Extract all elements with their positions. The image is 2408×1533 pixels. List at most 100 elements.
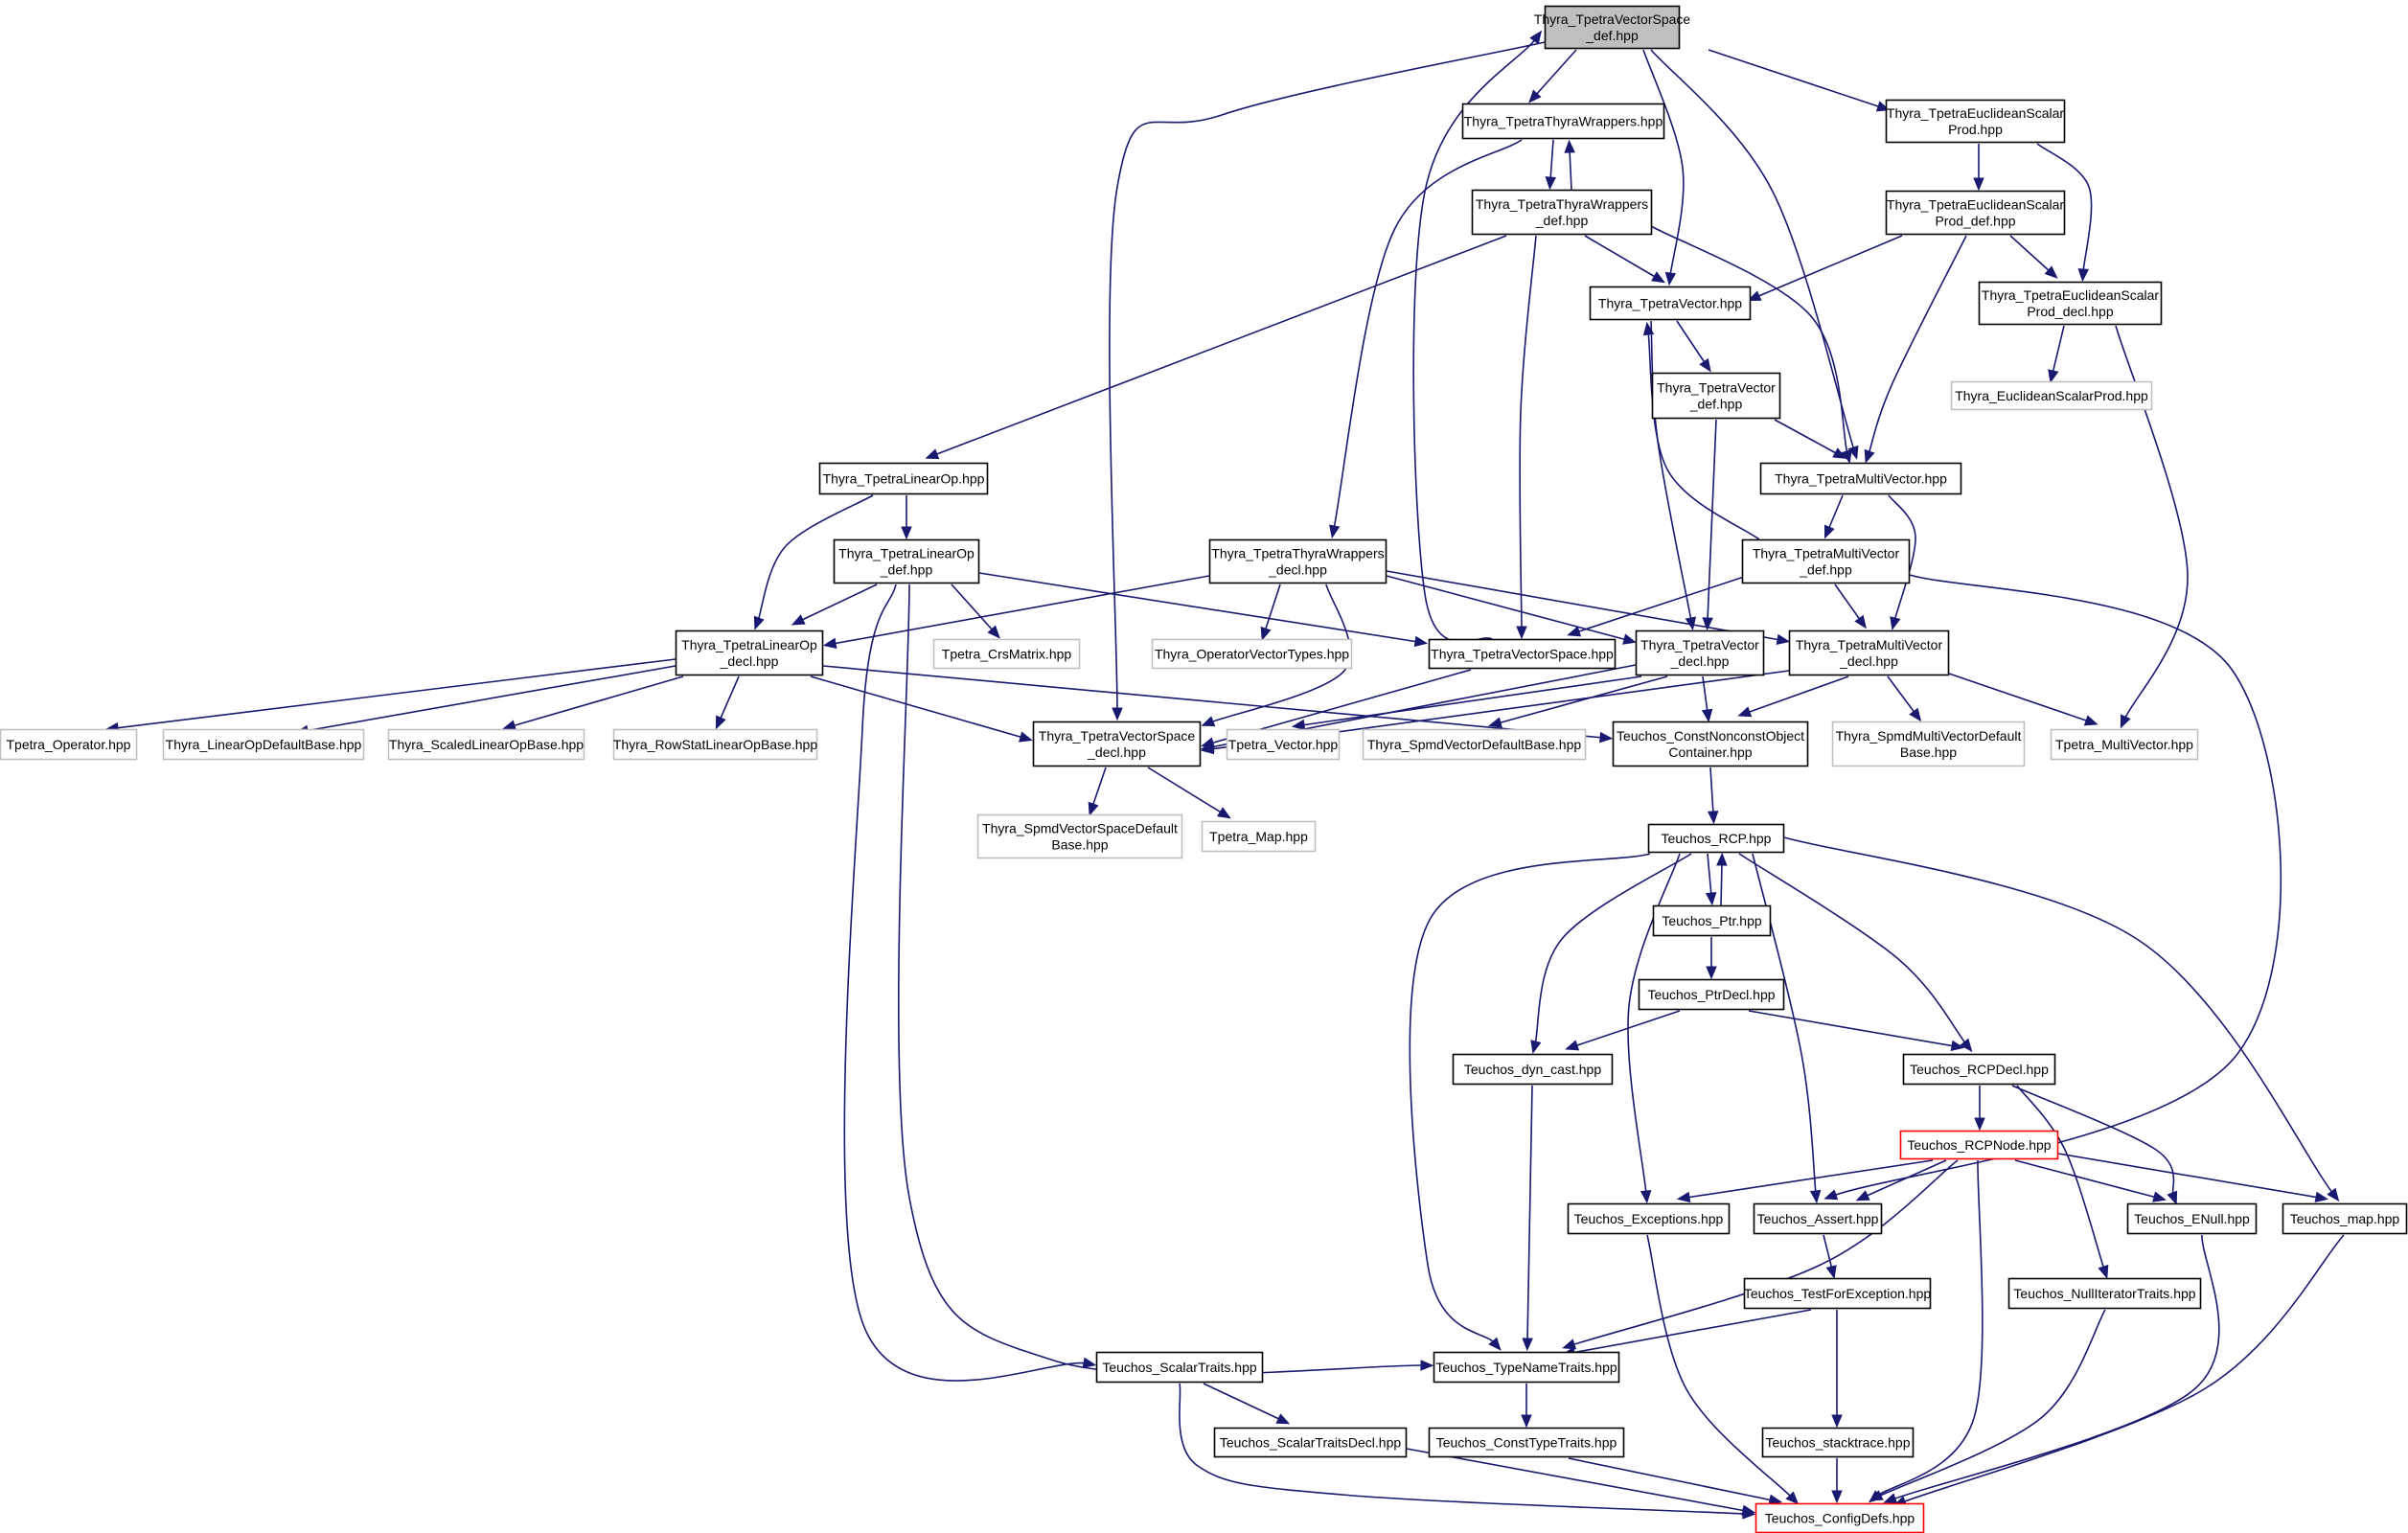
node-ctt[interactable]: Teuchos_ConstTypeTraits.hpp xyxy=(1428,1427,1625,1458)
node-rcpnode[interactable]: Teuchos_RCPNode.hpp xyxy=(1899,1130,2059,1160)
node-tnt[interactable]: Teuchos_TypeNameTraits.hpp xyxy=(1433,1351,1620,1384)
node-ptrdecl[interactable]: Teuchos_PtrDecl.hpp xyxy=(1638,978,1785,1011)
edge-arrowhead xyxy=(1737,706,1753,718)
node-label: Thyra_TpetraEuclideanScalar xyxy=(1887,105,2065,121)
node-tvdecl[interactable]: Thyra_TpetraVector_decl.hpp xyxy=(1635,629,1765,676)
edge-line xyxy=(1708,49,1882,108)
node-label: Teuchos_ScalarTraits.hpp xyxy=(1102,1360,1257,1375)
node-ovt[interactable]: Thyra_OperatorVectorTypes.hpp xyxy=(1151,638,1353,670)
edge-line xyxy=(1887,675,1916,715)
node-rcp[interactable]: Teuchos_RCP.hpp xyxy=(1647,823,1785,854)
edge-RCP-to-Exc xyxy=(1627,853,1681,1204)
node-esp[interactable]: Thyra_EuclideanScalarProd.hpp xyxy=(1950,380,2153,411)
edge-TTWdecl-to-TVSdecl xyxy=(1201,583,1351,727)
edge-line xyxy=(1752,853,1817,1195)
edge-line xyxy=(1264,583,1281,632)
node-rslob[interactable]: Thyra_RowStatLinearOpBase.hpp xyxy=(612,728,817,761)
node-box xyxy=(1567,1202,1731,1235)
node-tpvec[interactable]: Tpetra_Vector.hpp xyxy=(1226,728,1341,761)
edge-arrowhead xyxy=(1823,1189,1839,1201)
edge-arrowhead xyxy=(1565,1040,1580,1051)
node-box xyxy=(1635,629,1765,676)
node-tlodecl[interactable]: Thyra_TpetraLinearOp_decl.hpp xyxy=(675,629,824,676)
node-cd[interactable]: Teuchos_ConfigDefs.hpp xyxy=(1754,1502,1925,1533)
node-label: _def.hpp xyxy=(1585,28,1639,43)
node-exc[interactable]: Teuchos_Exceptions.hpp xyxy=(1567,1202,1731,1235)
edge-TTWdef-to-TTW xyxy=(1564,139,1575,191)
node-tvsdecl[interactable]: Thyra_TpetraVectorSpace_decl.hpp xyxy=(1032,721,1202,767)
node-ttwdecl[interactable]: Thyra_TpetraThyraWrappers_decl.hpp xyxy=(1208,538,1387,584)
node-ttw[interactable]: Thyra_TpetraThyraWrappers.hpp xyxy=(1461,103,1665,140)
edge-line xyxy=(1534,49,1577,97)
node-label: Teuchos_TypeNameTraits.hpp xyxy=(1435,1360,1617,1375)
edge-TTWdef-to-TV xyxy=(1584,235,1665,284)
node-tlo[interactable]: Thyra_TpetraLinearOp.hpp xyxy=(818,462,989,495)
edge-line xyxy=(1877,1309,2106,1498)
edge-TTWdecl-to-TVdecl xyxy=(1386,575,1637,645)
node-tvdef[interactable]: Thyra_TpetraVector_def.hpp xyxy=(1651,372,1781,420)
node-tfe[interactable]: Teuchos_TestForException.hpp xyxy=(1743,1277,1932,1310)
edge-arrowhead xyxy=(1950,1040,1965,1052)
edge-arrowhead xyxy=(1847,445,1859,460)
node-tmvdef[interactable]: Thyra_TpetraMultiVector_def.hpp xyxy=(1741,538,1911,584)
edge-Ptr-to-RCP xyxy=(1716,852,1728,906)
node-assert[interactable]: Teuchos_Assert.hpp xyxy=(1753,1202,1883,1235)
edge-RCP-to-Assert xyxy=(1752,853,1822,1204)
node-stack[interactable]: Teuchos_stacktrace.hpp xyxy=(1761,1427,1915,1458)
node-map[interactable]: Teuchos_map.hpp xyxy=(2282,1202,2408,1235)
edge-TMVdecl-to-SMVDB xyxy=(1887,675,1922,722)
node-label: _def.hpp xyxy=(1799,562,1852,578)
node-tpop[interactable]: Tpetra_Operator.hpp xyxy=(0,728,138,761)
edge-arrowhead xyxy=(2314,1191,2329,1203)
edge-line xyxy=(1147,766,1224,814)
node-label: Thyra_SpmdMultiVectorDefault xyxy=(1836,728,2022,744)
node-crs[interactable]: Tpetra_CrsMatrix.hpp xyxy=(932,638,1081,670)
edge-arrowhead xyxy=(1260,626,1272,641)
edge-TLOdef-to-Crs xyxy=(951,583,1000,639)
node-vsdef[interactable]: Thyra_TpetraVectorSpace_def.hpp xyxy=(1534,5,1691,50)
node-tv[interactable]: Thyra_TpetraVector.hpp xyxy=(1589,286,1752,321)
node-dyncast[interactable]: Teuchos_dyn_cast.hpp xyxy=(1452,1053,1614,1086)
node-tlodef[interactable]: Thyra_TpetraLinearOp_def.hpp xyxy=(833,538,980,584)
node-std[interactable]: Teuchos_ScalarTraitsDecl.hpp xyxy=(1213,1427,1408,1458)
node-tvs[interactable]: Thyra_TpetraVectorSpace.hpp xyxy=(1428,638,1617,670)
node-st[interactable]: Teuchos_ScalarTraits.hpp xyxy=(1095,1351,1264,1384)
edge-TTWdef-to-TMV xyxy=(1650,225,1852,464)
edge-arrowhead xyxy=(1706,966,1717,980)
node-svdb[interactable]: Thyra_SpmdVectorDefaultBase.hpp xyxy=(1362,728,1587,761)
node-label: Thyra_TpetraMultiVector xyxy=(1753,546,1900,561)
node-box xyxy=(1428,638,1617,670)
node-label: Tpetra_Map.hpp xyxy=(1209,829,1308,844)
edge-line xyxy=(1203,1383,1282,1421)
node-rcpdecl[interactable]: Teuchos_RCPDecl.hpp xyxy=(1902,1053,2056,1086)
edge-line xyxy=(1568,1457,1774,1501)
node-ttwdef[interactable]: Thyra_TpetraThyraWrappers_def.hpp xyxy=(1471,189,1653,236)
node-tmvdecl[interactable]: Thyra_TpetraMultiVector_decl.hpp xyxy=(1788,629,1950,676)
node-label: Teuchos_stacktrace.hpp xyxy=(1766,1435,1911,1451)
edge-VSdef-to-TV xyxy=(1642,49,1685,286)
node-ptr[interactable]: Teuchos_Ptr.hpp xyxy=(1652,904,1772,937)
edge-TLOdecl-to-LODB xyxy=(294,665,677,737)
edge-arrowhead xyxy=(1831,1490,1843,1504)
edge-RCPDecl-to-NIT xyxy=(2016,1085,2109,1279)
node-label: Thyra_LinearOpDefaultBase.hpp xyxy=(166,737,362,752)
node-tpmv[interactable]: Tpetra_MultiVector.hpp xyxy=(2050,728,2199,761)
edge-arrowhead xyxy=(2098,1264,2109,1279)
node-tmv[interactable]: Thyra_TpetraMultiVector.hpp xyxy=(1759,462,1962,495)
edge-arrowhead xyxy=(715,715,726,730)
edge-arrowhead xyxy=(1890,616,1901,630)
node-tpmap[interactable]: Tpetra_Map.hpp xyxy=(1201,820,1317,853)
edge-TTWdecl-to-OVT xyxy=(1260,583,1281,641)
node-nit[interactable]: Teuchos_NullIteratorTraits.hpp xyxy=(2007,1277,2202,1310)
edge-arrowhead xyxy=(1883,1493,1898,1504)
node-enull[interactable]: Teuchos_ENull.hpp xyxy=(2126,1202,2258,1235)
node-lodb[interactable]: Thyra_LinearOpDefaultBase.hpp xyxy=(162,728,365,761)
node-label: Thyra_TpetraThyraWrappers xyxy=(1476,196,1648,212)
node-slob[interactable]: Thyra_ScaledLinearOpBase.hpp xyxy=(387,728,585,761)
